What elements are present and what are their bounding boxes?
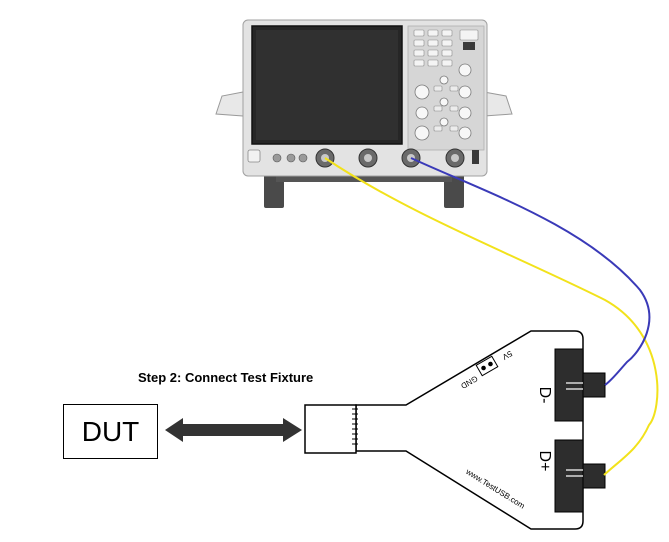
dut-box: DUT xyxy=(63,404,158,459)
fixture-port-minus-label: D- xyxy=(536,387,553,404)
step-title: Step 2: Connect Test Fixture xyxy=(138,370,314,385)
test-fixture-board: GND 5V D- D+ www.TestUSB.com xyxy=(304,330,606,530)
yellow-probe-cable xyxy=(324,157,659,476)
dut-label: DUT xyxy=(81,415,140,447)
fixture-port-plus-label: D+ xyxy=(536,451,553,472)
oscilloscope xyxy=(215,19,513,208)
double-arrow-icon xyxy=(165,418,302,442)
blue-probe-cable xyxy=(410,157,651,386)
channel-connectors xyxy=(315,148,465,168)
